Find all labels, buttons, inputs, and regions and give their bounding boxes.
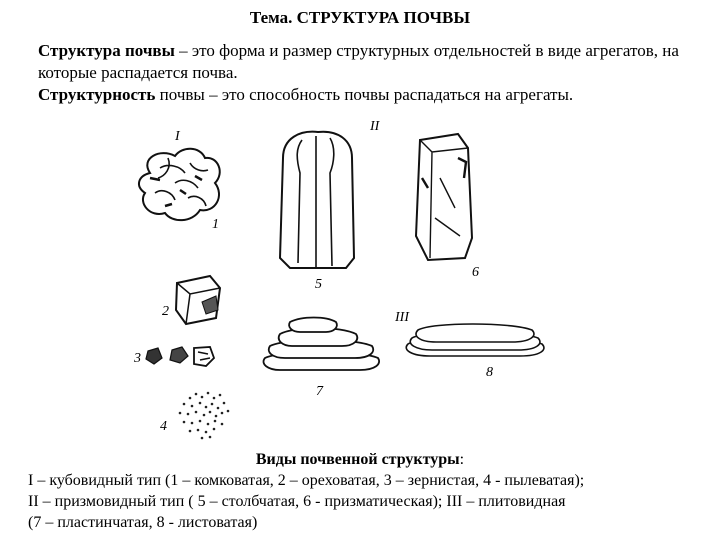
caption-title-text: Виды почвенной структуры — [255, 451, 460, 468]
type-label-3: III — [394, 310, 410, 325]
definition-text: почвы – это способность почвы распадатьс… — [155, 85, 574, 104]
item-label-3: 3 — [133, 351, 141, 366]
soil-structure-figure: I II III 2 3 4 5 — [133, 119, 545, 440]
columnar-aggregate-drawing — [278, 130, 356, 269]
definitions: Структура почвы – это форма и размер стр… — [38, 40, 688, 106]
definition-structurality: Структурность почвы – это способность по… — [38, 84, 688, 106]
item-label-8: 8 — [486, 365, 493, 380]
item-label-1: 1 — [212, 217, 219, 232]
page-title: Тема. СТРУКТУРА ПОЧВЫ — [249, 8, 471, 27]
item-label-2: 2 — [162, 304, 169, 319]
definition-term: Структурность — [38, 85, 156, 104]
item-label-6: 6 — [472, 265, 479, 280]
platy-aggregate-drawing — [262, 316, 380, 371]
nutty-aggregate-drawing — [174, 274, 222, 326]
dusty-aggregate-drawing — [178, 391, 230, 440]
leafy-aggregate-drawing — [405, 323, 545, 357]
caption-line: I – кубовидный тип (1 – комковатая, 2 – … — [28, 472, 585, 489]
item-label-7: 7 — [316, 384, 324, 399]
definition-text: – это форма и размер структурных отдельн… — [38, 41, 679, 82]
item-label-5: 5 — [315, 277, 322, 292]
item-label-4: 4 — [160, 419, 167, 434]
type-label-1: I — [174, 129, 181, 144]
definition-structure: Структура почвы – это форма и размер стр… — [38, 40, 688, 84]
caption-line: II – призмовидный тип ( 5 – столбчатая, … — [28, 493, 566, 510]
figure-caption: I – кубовидный тип (1 – комковатая, 2 – … — [28, 470, 680, 533]
type-label-2: II — [369, 119, 381, 134]
caption-title-suffix: : — [459, 451, 465, 468]
lumpy-aggregate-drawing — [138, 147, 221, 222]
prismatic-aggregate-drawing — [414, 132, 474, 262]
caption-line: (7 – пластинчатая, 8 - листоватая) — [28, 514, 258, 531]
caption-title: Виды почвенной структуры: — [0, 451, 720, 469]
granular-aggregate-drawing — [145, 346, 216, 367]
definition-term: Структура почвы — [38, 41, 175, 60]
